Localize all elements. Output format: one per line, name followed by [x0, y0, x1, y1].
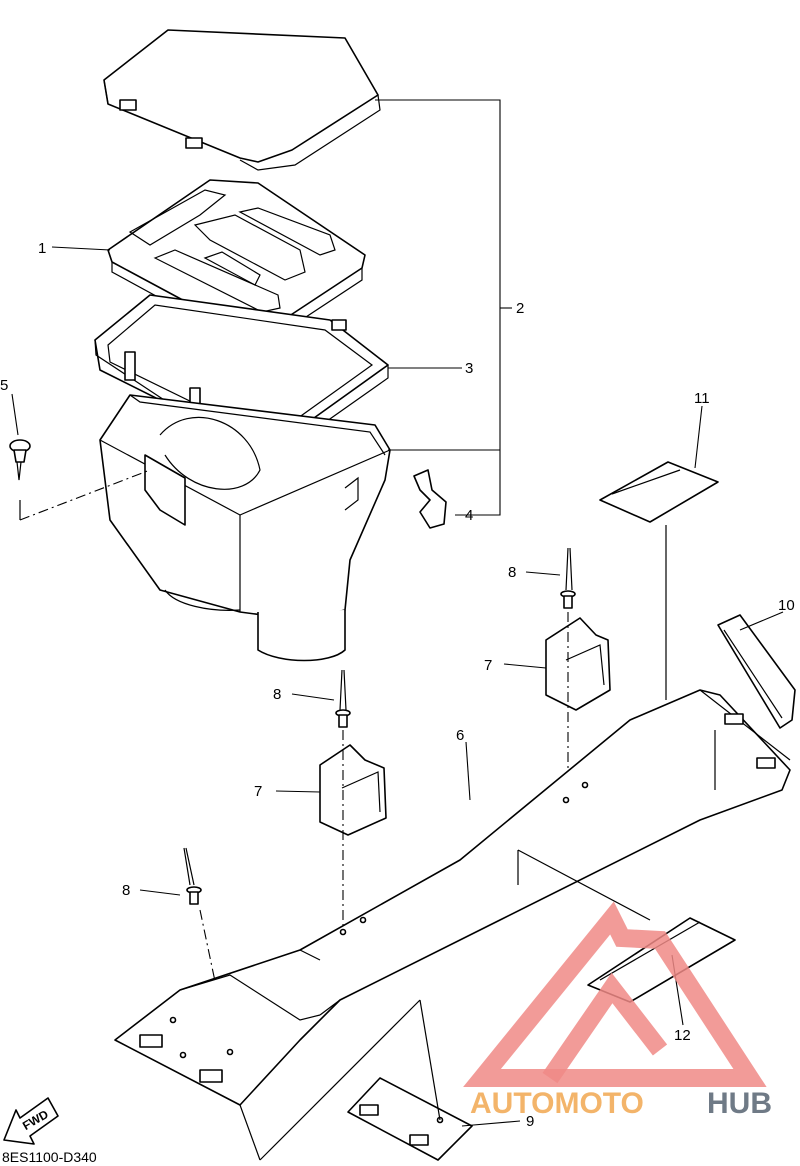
callout-6: 6	[456, 727, 464, 744]
callout-12: 12	[674, 1027, 691, 1044]
leader-lines	[11, 99, 784, 1127]
label-11	[599, 461, 719, 700]
screw-5	[9, 439, 151, 521]
callout-7-right: 7	[484, 657, 492, 674]
callout-4: 4	[465, 507, 473, 524]
callout-9: 9	[526, 1113, 534, 1130]
plate-9	[347, 999, 473, 1161]
toolkit-box	[99, 394, 391, 662]
callout-5: 5	[0, 377, 8, 394]
fwd-arrow-icon: FWD	[3, 1097, 59, 1145]
clip-4	[413, 469, 447, 529]
diagram-code: 8ES1100-D340	[2, 1149, 97, 1165]
holder-7-right	[545, 617, 611, 711]
callout-2: 2	[516, 300, 524, 317]
strap-10	[717, 614, 796, 729]
callout-8-mid: 8	[273, 686, 281, 703]
rivet-8-right	[560, 547, 576, 800]
watermark-text-auto: AUTOMOTO	[470, 1087, 644, 1120]
callout-8-left: 8	[122, 882, 130, 899]
rivet-8-mid	[335, 669, 351, 930]
tool-tray	[107, 179, 366, 346]
callout-3: 3	[465, 360, 473, 377]
callout-11: 11	[694, 390, 710, 407]
callout-10: 10	[778, 597, 795, 614]
callout-1: 1	[38, 240, 46, 257]
toolkit-cover	[103, 29, 381, 171]
callout-8-right: 8	[508, 564, 516, 581]
bracket-6	[114, 689, 791, 1161]
watermark-logo: AUTOMOTO HUB	[463, 901, 772, 1120]
callout-7-left: 7	[254, 783, 262, 800]
holder-7-left	[319, 744, 387, 836]
watermark-text-hub: HUB	[707, 1087, 772, 1120]
